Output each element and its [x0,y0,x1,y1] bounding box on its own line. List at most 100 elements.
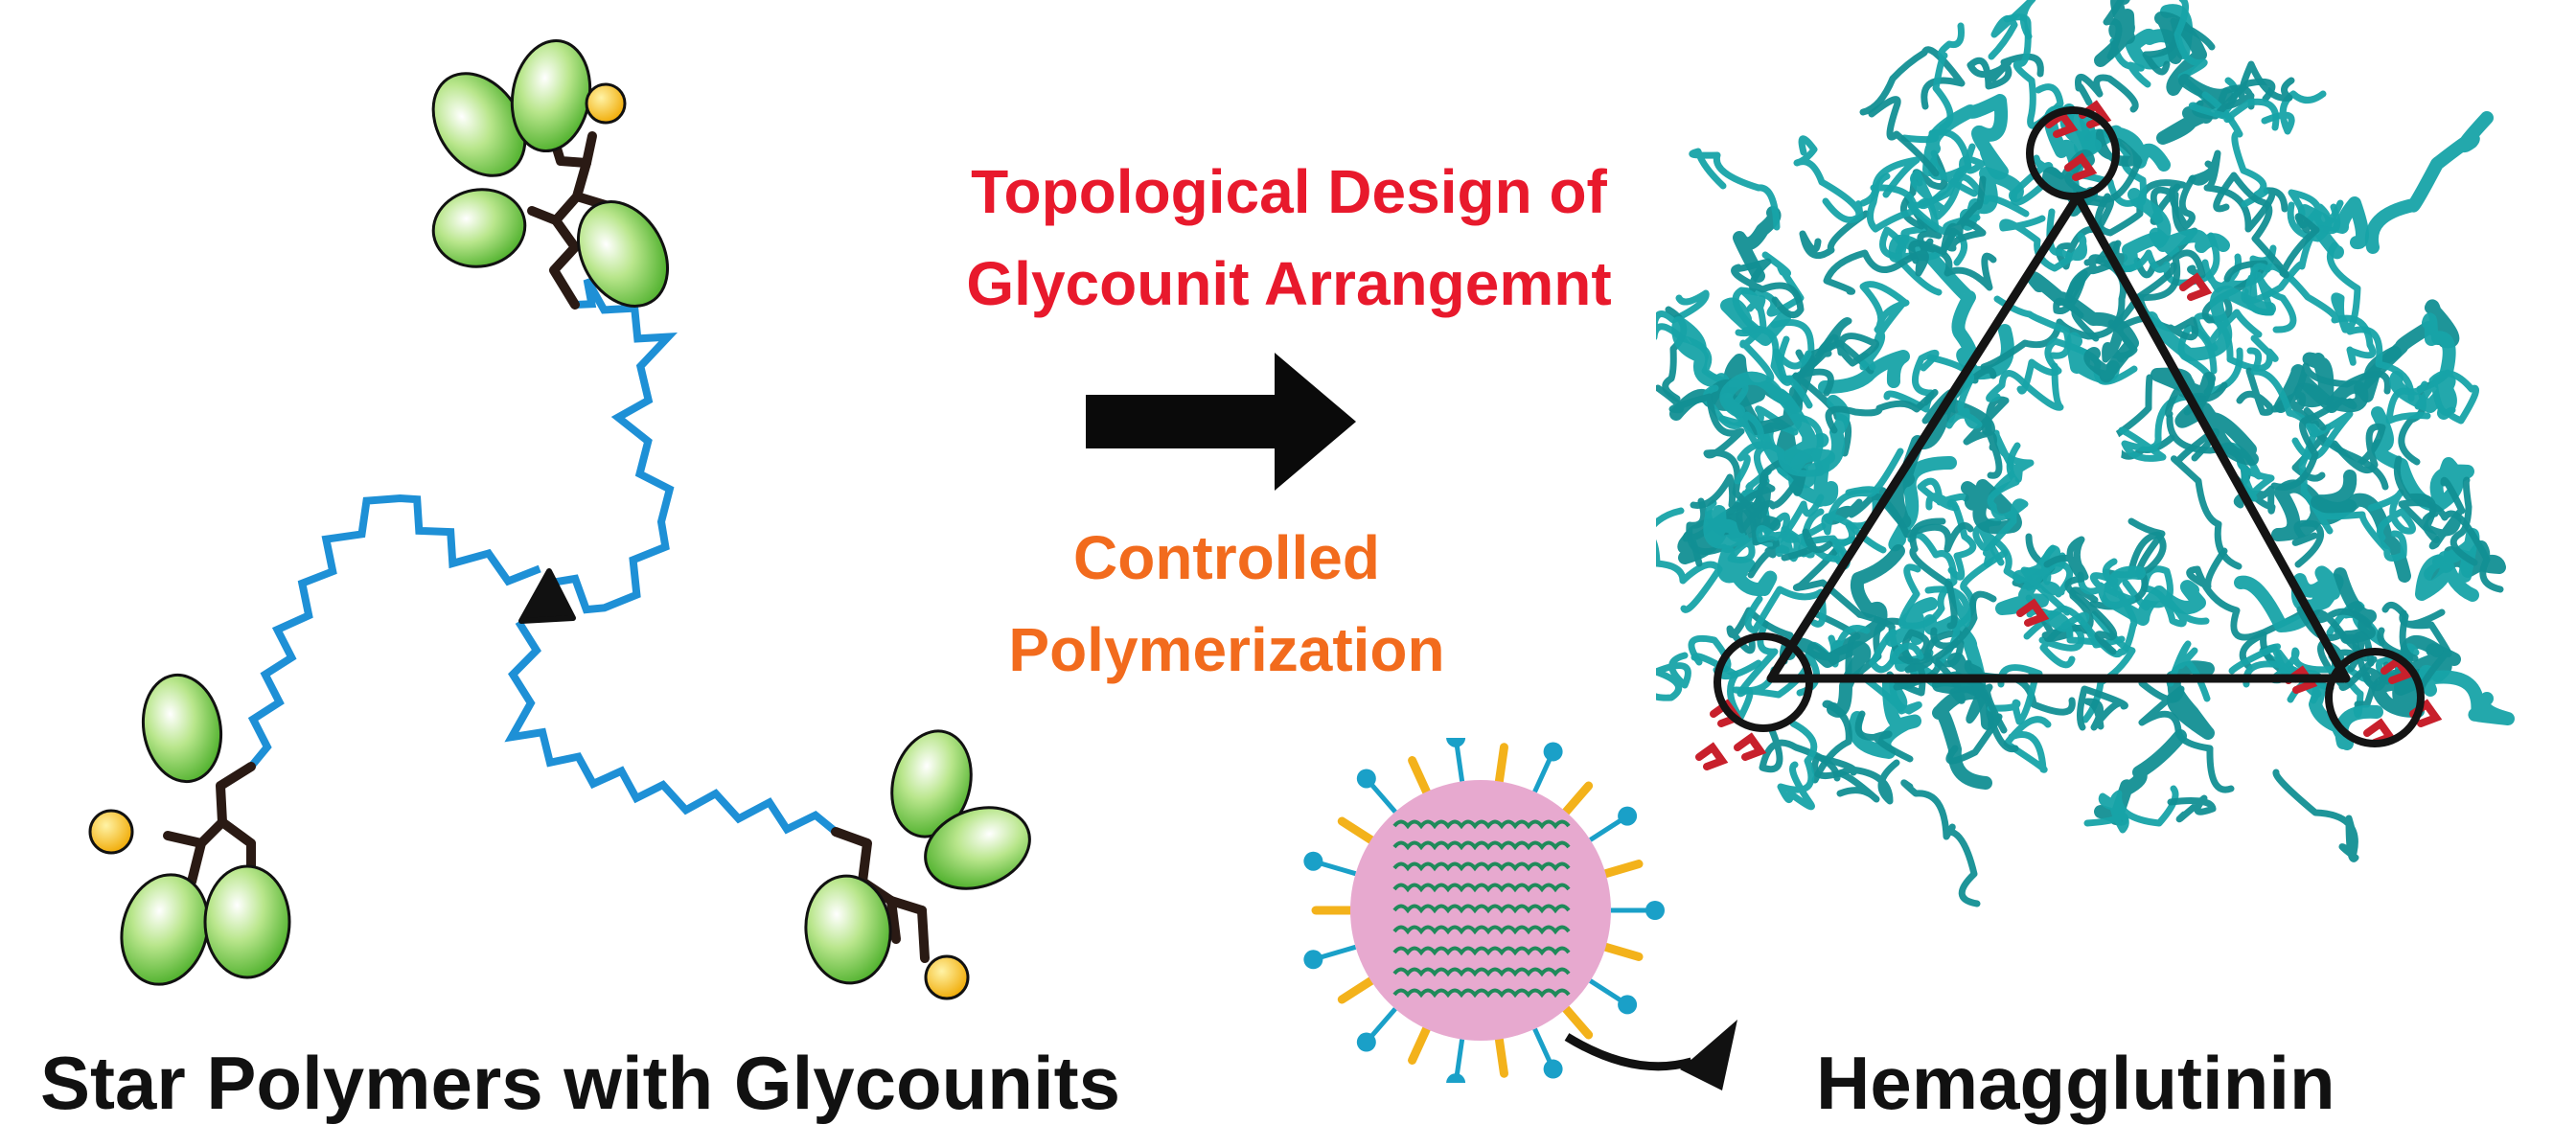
protein-ribbon [2415,528,2480,602]
protein-ribbon [2246,347,2354,460]
protein-ribbon [2094,174,2196,237]
protein-ribbon [1900,779,1981,907]
protein-ribbon [1988,0,2036,60]
protein-ribbon [1734,413,1825,485]
polymer-chain-3 [504,619,839,836]
protein-ribbon [1922,94,2009,180]
protein-ribbon [2270,407,2327,491]
virus-spike-head [1303,950,1323,970]
protein-ribbon [1798,333,1839,397]
binding-site-circle-left [1714,632,1813,732]
protein-ribbon [1703,505,1746,549]
protein-ribbon [1656,384,1761,528]
protein-ribbon [1781,528,1833,562]
virus-rna-strand [1392,988,1571,999]
protein-ribbons [1656,0,2515,907]
protein-ribbon [2249,263,2377,366]
protein-ribbon [2261,90,2327,135]
protein-ribbon [1966,53,2044,90]
protein-ribbon [2167,794,2217,823]
virus-spike-yellow [1337,816,1376,844]
protein-ribbon [1656,507,1723,613]
protein-ribbon [1716,545,1778,597]
protein-ribbon [1932,22,1965,131]
glycounit-yellow [585,82,627,125]
protein-ribbon [2094,0,2135,67]
virus-surface-spikes [1303,738,1665,1083]
virus-spike-head [1356,769,1376,789]
protein-ribbon [1868,96,1940,177]
linker-arm [218,817,256,848]
virus-spike-head [1543,1059,1563,1079]
left-caption: Star Polymers with Glycounits [40,1041,1120,1125]
binding-residue [2016,598,2050,627]
virus-particle [1303,738,1691,1083]
protein-ribbon [2167,640,2211,702]
glycounit-green [120,873,210,986]
protein-ribbon [2186,547,2305,641]
right-caption: Hemagglutinin [1816,1041,2335,1125]
protein-ribbon [1677,515,1739,564]
protein-ribbon [2115,232,2220,287]
virus-spike-head [1446,738,1466,747]
protein-ribbon [1869,629,1924,674]
protein-ribbon [1983,442,2029,567]
protein-ribbon [1859,281,1910,371]
linker-arm [527,206,561,225]
glycounit-green [141,673,223,784]
virus-rna-strand [1392,861,1571,872]
protein-ribbon [1848,677,1921,759]
virus-rna-strand [1392,904,1571,914]
protein-ribbon [1823,238,1934,295]
protein-ribbon [1908,175,1987,264]
linker-arm [917,906,930,963]
virus-rna-strand [1392,840,1571,851]
protein-ribbon [1867,172,1919,233]
protein-ribbon [1777,720,1818,811]
polymer-chain-1 [541,277,678,614]
virus-rna-strand [1392,946,1571,956]
protein-ribbon [1788,448,1839,507]
glycounits [88,38,1031,1000]
protein-ribbon [1898,531,1958,630]
protein-ribbon [1993,295,2072,359]
virus-spike-head [1543,742,1563,762]
protein-ribbon [2188,98,2280,131]
protein-ribbon [1772,348,1813,409]
glycounit-green [890,729,973,838]
protein-ribbon [1854,710,1914,763]
binding-residue [2064,152,2098,181]
protein-ribbon [2236,367,2274,416]
hemagglutinin-structure [1656,0,2515,907]
protein-ribbon [2364,111,2494,254]
virus-spike-head [1618,806,1638,826]
protein-ribbon [1946,498,1977,581]
star-polymer-illustration [88,38,1031,1000]
protein-ribbon [1739,288,1775,383]
protein-ribbon [1910,170,2030,220]
protein-ribbon [2213,172,2320,279]
protein-ribbon [2025,559,2073,598]
virus-spike-yellow [1408,756,1432,796]
protein-ribbon [2327,241,2415,402]
protein-ribbon [2354,667,2391,708]
virus-spike-yellow [1494,743,1508,786]
virus-rna-strand [1392,883,1571,893]
virus-spike-head [1303,851,1323,871]
virus-spike-head [1446,1073,1466,1083]
protein-ribbon [1989,429,2035,498]
protein-ribbon [2027,271,2139,383]
binding-residue [2045,109,2079,138]
protein-ribbon [2241,203,2341,305]
protein-ribbon [2318,511,2407,562]
protein-ribbon [2334,567,2377,644]
protein-ribbon [2272,769,2359,862]
protein-ribbon [1930,590,2019,752]
protein-ribbon [2074,74,2139,113]
protein-ribbon [2377,601,2419,662]
protein-ribbon [2136,262,2199,341]
protein-ribbon [1818,350,1910,394]
protein-ribbon [1793,135,1864,223]
binding-site-triangle [1766,192,2351,683]
protein-ribbon [1987,664,2043,725]
